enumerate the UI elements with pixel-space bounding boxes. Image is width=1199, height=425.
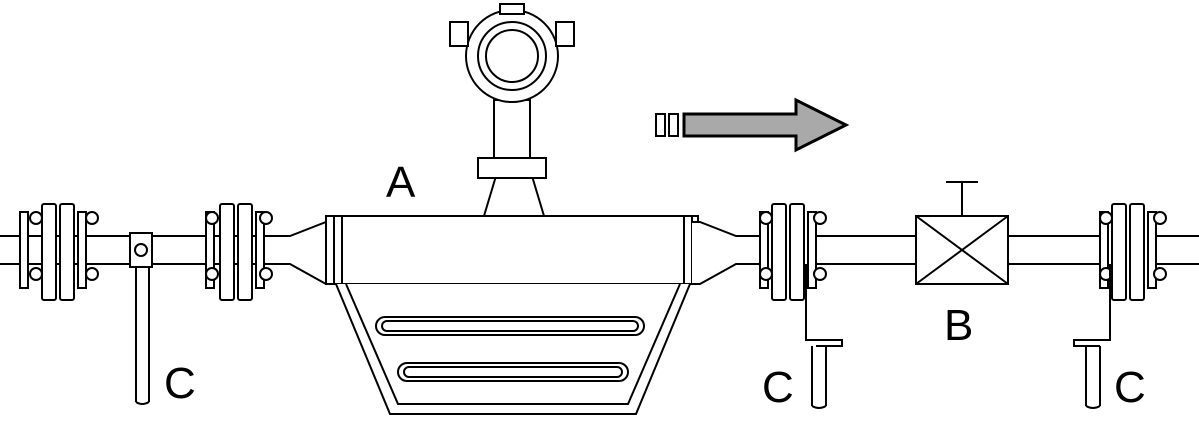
right-pipe-run: [692, 203, 1199, 301]
support-mid-label: C: [762, 363, 794, 412]
transmitter-head: [449, 3, 575, 217]
shutoff-valve: [915, 181, 1009, 285]
left-pipe-support: [129, 232, 153, 405]
middle-pipe-support: [805, 264, 843, 409]
support-right-label: C: [1114, 363, 1146, 412]
left-pipe-run: [0, 203, 335, 301]
valve-label: B: [944, 301, 973, 350]
flowmeter-body: [325, 215, 699, 415]
support-left-label: C: [164, 359, 196, 408]
right-pipe-support: [1073, 264, 1111, 409]
flow-direction-arrow: [655, 97, 850, 153]
meter-label: A: [386, 158, 416, 207]
